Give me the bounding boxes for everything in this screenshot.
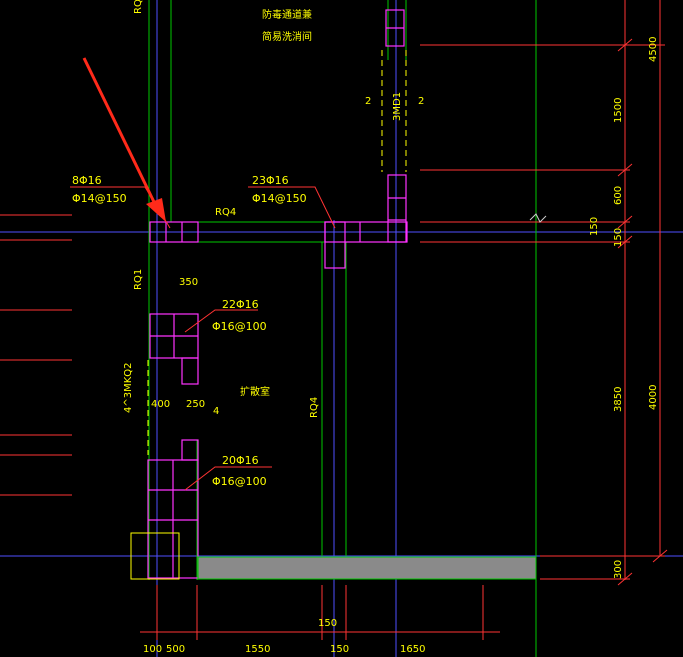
dim-right-150b: 150 bbox=[613, 228, 624, 247]
column-left-8phi16 bbox=[149, 221, 199, 243]
rebar-label-lower-stirrup: Φ16@100 bbox=[212, 475, 267, 488]
wall-label-rq4-horizontal: RQ4 bbox=[215, 207, 236, 218]
door-label-3md1-right: 2 bbox=[418, 96, 424, 107]
dimension-lines-left bbox=[0, 214, 72, 496]
break-line-symbol bbox=[529, 213, 547, 223]
door-label-3md1: 3MD1 bbox=[392, 92, 403, 121]
dim-bottom-500: 500 bbox=[166, 644, 185, 655]
dim-slash-222 bbox=[617, 215, 633, 229]
column-mid-stem bbox=[324, 221, 346, 269]
room-label-middle: 扩散室 bbox=[240, 385, 270, 398]
wall-label-rq4-vertical: RQ4 bbox=[309, 397, 320, 418]
dimension-lines-right bbox=[420, 0, 668, 586]
dim-bottom-150: 150 bbox=[330, 644, 349, 655]
dim-right-1500: 1500 bbox=[613, 98, 624, 123]
wall-label-rq1-mid: RQ1 bbox=[133, 269, 144, 290]
dim-right-4000: 4000 bbox=[648, 385, 659, 410]
rebar-label-mid-stirrup: Φ14@150 bbox=[252, 192, 307, 205]
dimension-lines-bottom bbox=[140, 585, 500, 640]
wall-label-rq1-top: RQ1 bbox=[133, 0, 144, 14]
room-label-top-line1: 防毒通道兼 bbox=[262, 8, 312, 21]
leader-col-mid bbox=[248, 186, 336, 229]
door-label-mkq2: 4^3MKQ2 bbox=[123, 362, 134, 413]
rebar-label-left-main: 8Φ16 bbox=[72, 174, 102, 187]
dim-slash-45 bbox=[617, 38, 633, 52]
dim-slash-242 bbox=[617, 235, 633, 249]
rebar-label-upper-stirrup: Φ16@100 bbox=[212, 320, 267, 333]
axis-intersection-box bbox=[130, 532, 180, 580]
rebar-columns bbox=[147, 9, 408, 579]
leader-col-lower bbox=[184, 466, 272, 491]
rebar-label-mid-main: 23Φ16 bbox=[252, 174, 289, 187]
dim-right-150a: 150 bbox=[589, 217, 600, 236]
rebar-label-left-stirrup: Φ14@150 bbox=[72, 192, 127, 205]
rebar-label-upper-main: 22Φ16 bbox=[222, 298, 259, 311]
room-label-top-line2: 简易洗消间 bbox=[262, 30, 312, 43]
dim-right-3850: 3850 bbox=[613, 387, 624, 412]
door-openings bbox=[147, 50, 407, 455]
drawing-labels: 防毒通道兼 简易洗消间 扩散室 RQ1 RQ1 RQ4 RQ4 8Φ16 Φ14… bbox=[72, 0, 659, 655]
arrow-head bbox=[146, 198, 166, 222]
arrow-shaft bbox=[82, 57, 156, 203]
door-label-3md1-left: 2 bbox=[365, 96, 371, 107]
dim-bottom-100: 100 bbox=[143, 644, 162, 655]
column-lower-stem bbox=[181, 439, 199, 461]
dim-right-600: 600 bbox=[613, 186, 624, 205]
dim-bottom-1650: 1650 bbox=[400, 644, 425, 655]
leader-col-upper bbox=[184, 309, 258, 333]
annotation-arrow bbox=[82, 57, 166, 222]
dim-right-4500: 4500 bbox=[648, 37, 659, 62]
dim-right-300: 300 bbox=[613, 560, 624, 579]
dim-400: 400 bbox=[151, 399, 170, 410]
column-upper-stem bbox=[181, 357, 199, 385]
leader-lines bbox=[70, 186, 336, 491]
door-label-mkq2-num: 4 bbox=[213, 406, 219, 417]
dim-bottom-150-upper: 150 bbox=[318, 618, 337, 629]
bottom-slab bbox=[197, 556, 537, 580]
dim-bottom-1550: 1550 bbox=[245, 644, 270, 655]
dim-slash-556 bbox=[652, 549, 668, 563]
rebar-label-lower-main: 20Φ16 bbox=[222, 454, 259, 467]
dim-350: 350 bbox=[179, 277, 198, 288]
dim-slash-579 bbox=[617, 572, 633, 586]
walls bbox=[148, 0, 537, 657]
dim-250: 250 bbox=[186, 399, 205, 410]
dim-slash-170 bbox=[617, 163, 633, 177]
